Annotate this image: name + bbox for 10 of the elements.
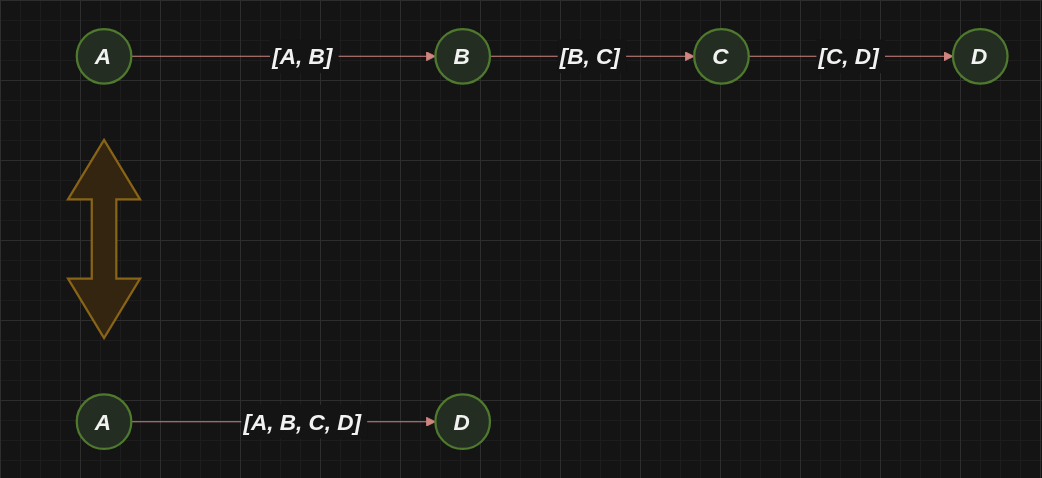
node-circle: A (75, 393, 133, 451)
node-circle: B (434, 27, 492, 85)
edge-label: [B, C] (559, 43, 620, 69)
node-circle: D (434, 393, 492, 451)
edge-label: [A, B, C, D] (243, 409, 362, 435)
node-circle: D (951, 27, 1009, 85)
edge-label: [A, B] (272, 43, 333, 69)
node-circle: C (693, 27, 750, 85)
node-circle: A (75, 27, 133, 85)
edge-label: [C, D] (818, 43, 879, 69)
